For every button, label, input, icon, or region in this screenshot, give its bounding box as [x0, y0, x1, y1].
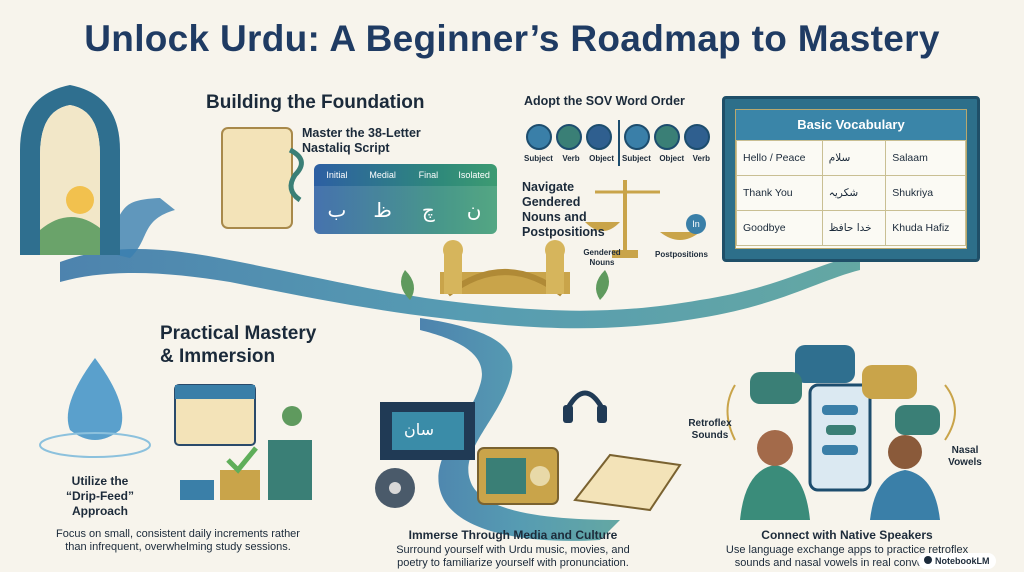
table-row: Hello / Peace سلام Salaam	[736, 140, 966, 176]
brand-logo-icon	[924, 556, 932, 564]
sov-urdu-verb: Verb	[692, 154, 710, 163]
vocabulary-title: Basic Vocabulary	[736, 110, 966, 140]
check-icon	[684, 124, 710, 150]
postposition-badge: In	[686, 214, 706, 234]
vocabulary-table: Hello / Peace سلام Salaam Thank You شکری…	[736, 140, 966, 246]
speakers-description: Use language exchange apps to practice r…	[712, 544, 982, 570]
script-header-initial: Initial	[326, 170, 348, 180]
check-icon	[556, 124, 582, 150]
person-icon	[624, 124, 650, 150]
vocab-urdu: شکریہ	[821, 175, 887, 211]
vocab-english: Goodbye	[736, 210, 823, 246]
sov-english-group: Subject Verb Object	[524, 124, 614, 164]
sov-english-subject: Subject	[524, 154, 553, 163]
speakers-title: Connect with Native Speakers	[761, 528, 933, 542]
sov-english-object: Object	[589, 154, 614, 163]
script-letter-medial: ظ	[373, 198, 392, 222]
sov-urdu-group: Subject Object Verb	[622, 124, 710, 164]
vocab-urdu: سلام	[821, 140, 887, 176]
gendered-nouns-label: Gendered Nouns	[583, 248, 621, 267]
script-letter-isolated: ن	[466, 198, 482, 222]
sov-title: Adopt the SOV Word Order	[524, 94, 685, 108]
nasal-line2: Vowels	[948, 457, 982, 468]
drip-desc-line1: Focus on small, consistent daily increme…	[56, 528, 300, 540]
page-title: Unlock Urdu: A Beginner’s Roadmap to Mas…	[84, 18, 940, 59]
drip-title-line3: Approach	[71, 504, 128, 518]
gender-title: Navigate Gendered Nouns and Postposition…	[522, 180, 605, 239]
retroflex-line1: Retroflex	[688, 418, 732, 429]
sov-english-verb: Verb	[562, 154, 580, 163]
vocab-english: Hello / Peace	[736, 140, 823, 176]
speakers-desc-line1: Use language exchange apps to practice r…	[725, 544, 969, 556]
table-row: Goodbye خدا حافظ Khuda Hafiz	[736, 210, 966, 246]
retroflex-label: Retroflex Sounds	[680, 418, 740, 442]
vocabulary-panel: Basic Vocabulary Hello / Peace سلام Sala…	[722, 96, 980, 262]
section-foundation-heading: Building the Foundation	[206, 92, 425, 113]
table-row: Thank You شکریہ Shukriya	[736, 175, 966, 211]
vocab-transliteration: Salaam	[885, 140, 966, 176]
nasal-label: Nasal Vowels	[940, 445, 990, 469]
drip-title-line2: “Drip-Feed”	[65, 489, 134, 503]
media-desc-line1: Surround yourself with Urdu music, movie…	[396, 544, 630, 556]
vocab-english: Thank You	[736, 175, 823, 211]
brand-badge: NotebookLM	[918, 553, 996, 569]
script-letter-final: چ	[421, 198, 435, 222]
section-immersion-heading: Practical Mastery & Immersion	[160, 322, 316, 368]
script-letter-initial: ب	[327, 198, 347, 222]
postpositions-label: Postpositions	[655, 250, 708, 259]
script-label: Master the 38-Letter Nastaliq Script	[302, 126, 421, 155]
brand-label: NotebookLM	[935, 556, 990, 566]
script-header-isolated: Isolated	[458, 170, 490, 180]
film-urdu-text: سان	[404, 420, 435, 439]
drip-title-line1: Utilize the	[71, 474, 129, 488]
nasal-line1: Nasal	[951, 445, 979, 456]
immersion-heading-line1: Practical Mastery	[160, 323, 317, 344]
drip-title: Utilize the “Drip-Feed” Approach	[50, 474, 150, 519]
media-description: Surround yourself with Urdu music, movie…	[368, 544, 658, 570]
media-desc-line2: poetry to familiarize yourself with pron…	[397, 557, 629, 569]
retroflex-line2: Sounds	[691, 430, 729, 441]
vocab-transliteration: Shukriya	[885, 175, 966, 211]
vocab-urdu: خدا حافظ	[821, 210, 887, 246]
script-header-final: Final	[418, 170, 439, 180]
script-forms-chart: Initial Medial Final Isolated ب ظ چ ن	[314, 164, 497, 234]
speakers-desc-line2: sounds and nasal vowels in real conversa…	[734, 557, 960, 569]
person-icon	[526, 124, 552, 150]
media-title: Immerse Through Media and Culture	[408, 528, 618, 542]
vocab-transliteration: Khuda Hafiz	[885, 210, 966, 246]
sov-urdu-subject: Subject	[622, 154, 651, 163]
sov-urdu-object: Object	[659, 154, 685, 163]
drip-description: Focus on small, consistent daily increme…	[28, 528, 328, 554]
immersion-heading-line2: & Immersion	[160, 346, 276, 367]
drip-desc-line2: than infrequent, overwhelming study sess…	[65, 541, 291, 553]
script-header-medial: Medial	[369, 170, 396, 180]
object-icon	[586, 124, 612, 150]
object-icon	[654, 124, 680, 150]
divider	[618, 120, 620, 166]
